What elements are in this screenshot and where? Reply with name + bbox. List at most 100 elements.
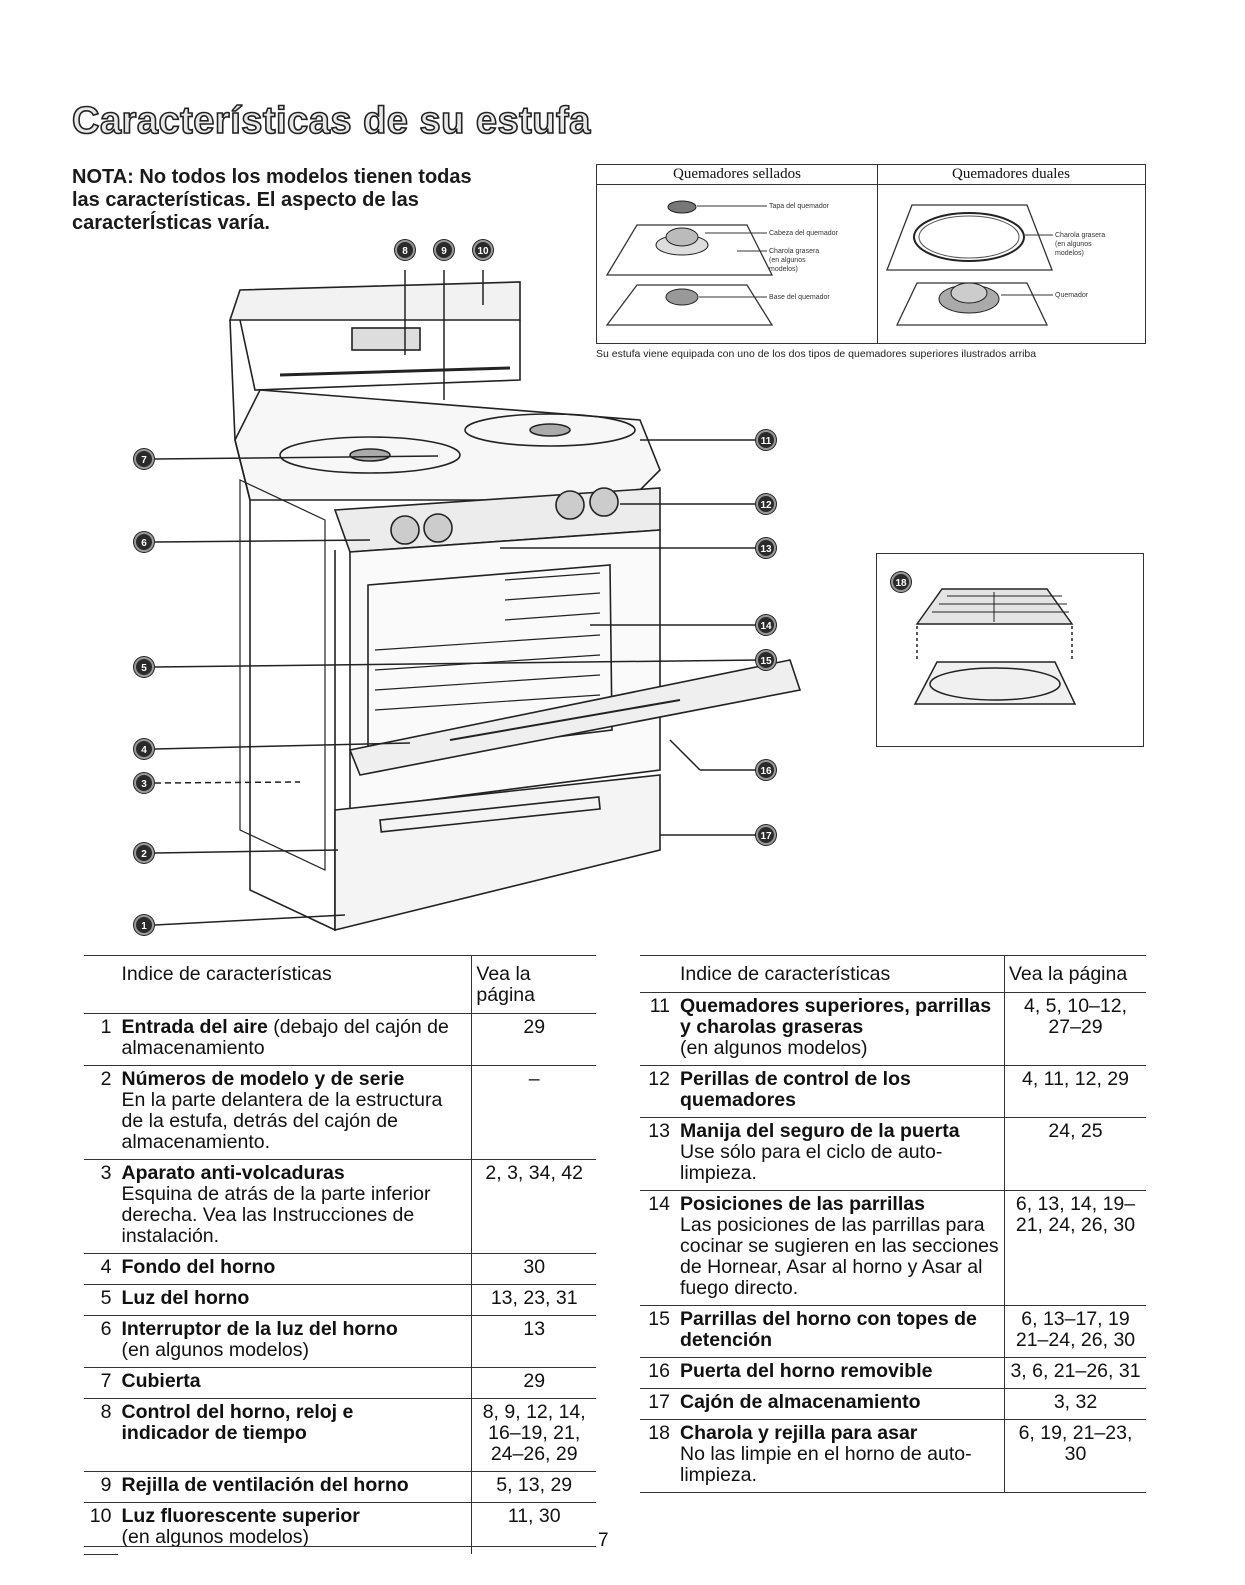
feature-pages: 29 (471, 1013, 596, 1066)
row-number: 3 (84, 1159, 118, 1254)
table-header-row: Indice de características Vea la página (84, 955, 596, 1014)
row-number: 5 (84, 1284, 118, 1316)
callout-17: 17 (756, 825, 776, 845)
row-number: 2 (84, 1065, 118, 1160)
row-number: 4 (84, 1253, 118, 1285)
label-dual-some-models-b: modelos) (1055, 250, 1084, 257)
burner-caption: Su estufa viene equipada con uno de los … (596, 348, 1037, 360)
callout-9: 9 (434, 240, 454, 260)
header-feature: Indice de características (676, 955, 1005, 993)
feature-name: Luz fluorescente superior (121, 1505, 360, 1527)
callout-12: 12 (756, 494, 776, 514)
feature-pages: 13 (471, 1315, 596, 1368)
feature-name: Fondo del horno (121, 1256, 276, 1278)
feature-pages: 4, 5, 10–12, 27–29 (1004, 992, 1146, 1066)
range-illustration (228, 281, 802, 932)
sealed-burners-title: Quemadores sellados (597, 165, 877, 185)
header-feature: Indice de características (117, 955, 472, 1014)
broiler-pan-figure: 18 (876, 553, 1144, 747)
sealed-burner-illustration: Tapa del quemador Cabeza del quemador Ch… (605, 200, 839, 326)
feature-desc: (en algunos modelos) (121, 1339, 310, 1361)
dual-burner-illustration: Charola grasera (en algunos modelos) Que… (886, 204, 1105, 326)
feature-name: Cajón de almacenamiento (680, 1391, 921, 1413)
callout-1: 1 (134, 915, 154, 935)
feature-name: Manija del seguro de la puerta (680, 1120, 960, 1142)
feature-desc: Esquina de atrás de la parte inferior de… (121, 1183, 431, 1247)
feature-name: Luz del horno (121, 1287, 250, 1309)
callout-13: 13 (756, 538, 776, 558)
model-note: NOTA: No todos los modelos tienen todas … (72, 166, 472, 234)
table-header-row: Indice de características Vea la página (640, 955, 1146, 993)
callout-16: 16 (756, 760, 776, 780)
feature-desc: Las posiciones de las parrillas para coc… (680, 1214, 999, 1299)
callout-11: 11 (756, 430, 776, 450)
callout-18: 18 (891, 572, 911, 592)
feature-pages: 3, 32 (1004, 1388, 1146, 1420)
row-number: 15 (640, 1305, 676, 1358)
row-number: 18 (640, 1419, 676, 1493)
feature-name: Entrada del aire (121, 1016, 268, 1038)
label-burner-cap: Tapa del quemador (769, 203, 830, 210)
header-page: Vea la página (471, 955, 596, 1014)
footer-rule (84, 1546, 596, 1547)
feature-pages: 8, 9, 12, 14, 16–19, 21, 24–26, 29 (471, 1398, 596, 1472)
feature-pages: 29 (471, 1367, 596, 1399)
feature-desc: Use sólo para el ciclo de auto-limpieza. (680, 1141, 943, 1184)
callout-5: 5 (134, 657, 154, 677)
broiler-pan-illustration (913, 588, 1077, 705)
burner-types-figure: Quemadores sellados Tapa del quemador Ca… (596, 164, 1146, 344)
feature-name: Puerta del horno removible (680, 1360, 933, 1382)
feature-pages: 6, 19, 21–23, 30 (1004, 1419, 1146, 1493)
label-dual-drip-pan: Charola grasera (1055, 232, 1105, 239)
feature-pages: 2, 3, 34, 42 (471, 1159, 596, 1254)
feature-desc: (en algunos modelos) (680, 1037, 868, 1059)
row-number: 1 (84, 1013, 118, 1066)
callout-15: 15 (756, 650, 776, 670)
feature-desc: (debajo del cajón de almacenamiento (121, 1016, 449, 1059)
row-number: 11 (640, 992, 676, 1066)
features-table-right: Indice de características Vea la página … (640, 955, 1146, 1493)
row-number: 17 (640, 1388, 676, 1420)
dual-burners-panel: Quemadores duales Charola grasera (en al… (877, 165, 1145, 343)
dual-burners-title: Quemadores duales (877, 165, 1145, 185)
page-number: 7 (598, 1530, 609, 1551)
feature-pages: 24, 25 (1004, 1117, 1146, 1191)
feature-pages: 13, 23, 31 (471, 1284, 596, 1316)
label-burner-head: Cabeza del quemador (769, 230, 839, 237)
feature-name: Posiciones de las parrillas (680, 1193, 925, 1215)
header-page: Vea la página (1004, 955, 1146, 993)
sealed-burners-panel: Quemadores sellados Tapa del quemador Ca… (597, 165, 878, 343)
row-number: 8 (84, 1398, 118, 1472)
feature-desc: (en algunos modelos) (121, 1526, 310, 1548)
row-number: 14 (640, 1190, 676, 1306)
page-title: Características de su estufa (71, 99, 591, 143)
feature-desc: En la parte delantera de la estructura d… (121, 1089, 443, 1153)
feature-pages: 5, 13, 29 (471, 1471, 596, 1503)
feature-pages: 6, 13–17, 19 21–24, 26, 30 (1004, 1305, 1146, 1358)
callout-3: 3 (134, 773, 154, 793)
feature-pages: 3, 6, 21–26, 31 (1004, 1357, 1146, 1389)
feature-pages: 6, 13, 14, 19–21, 24, 26, 30 (1004, 1190, 1146, 1306)
feature-desc: No las limpie en el horno de auto-limpie… (680, 1443, 972, 1486)
callout-8: 8 (395, 240, 415, 260)
callout-4: 4 (134, 739, 154, 759)
feature-name: Control del horno, reloj e indicador de … (121, 1401, 354, 1444)
callout-2: 2 (134, 843, 154, 863)
